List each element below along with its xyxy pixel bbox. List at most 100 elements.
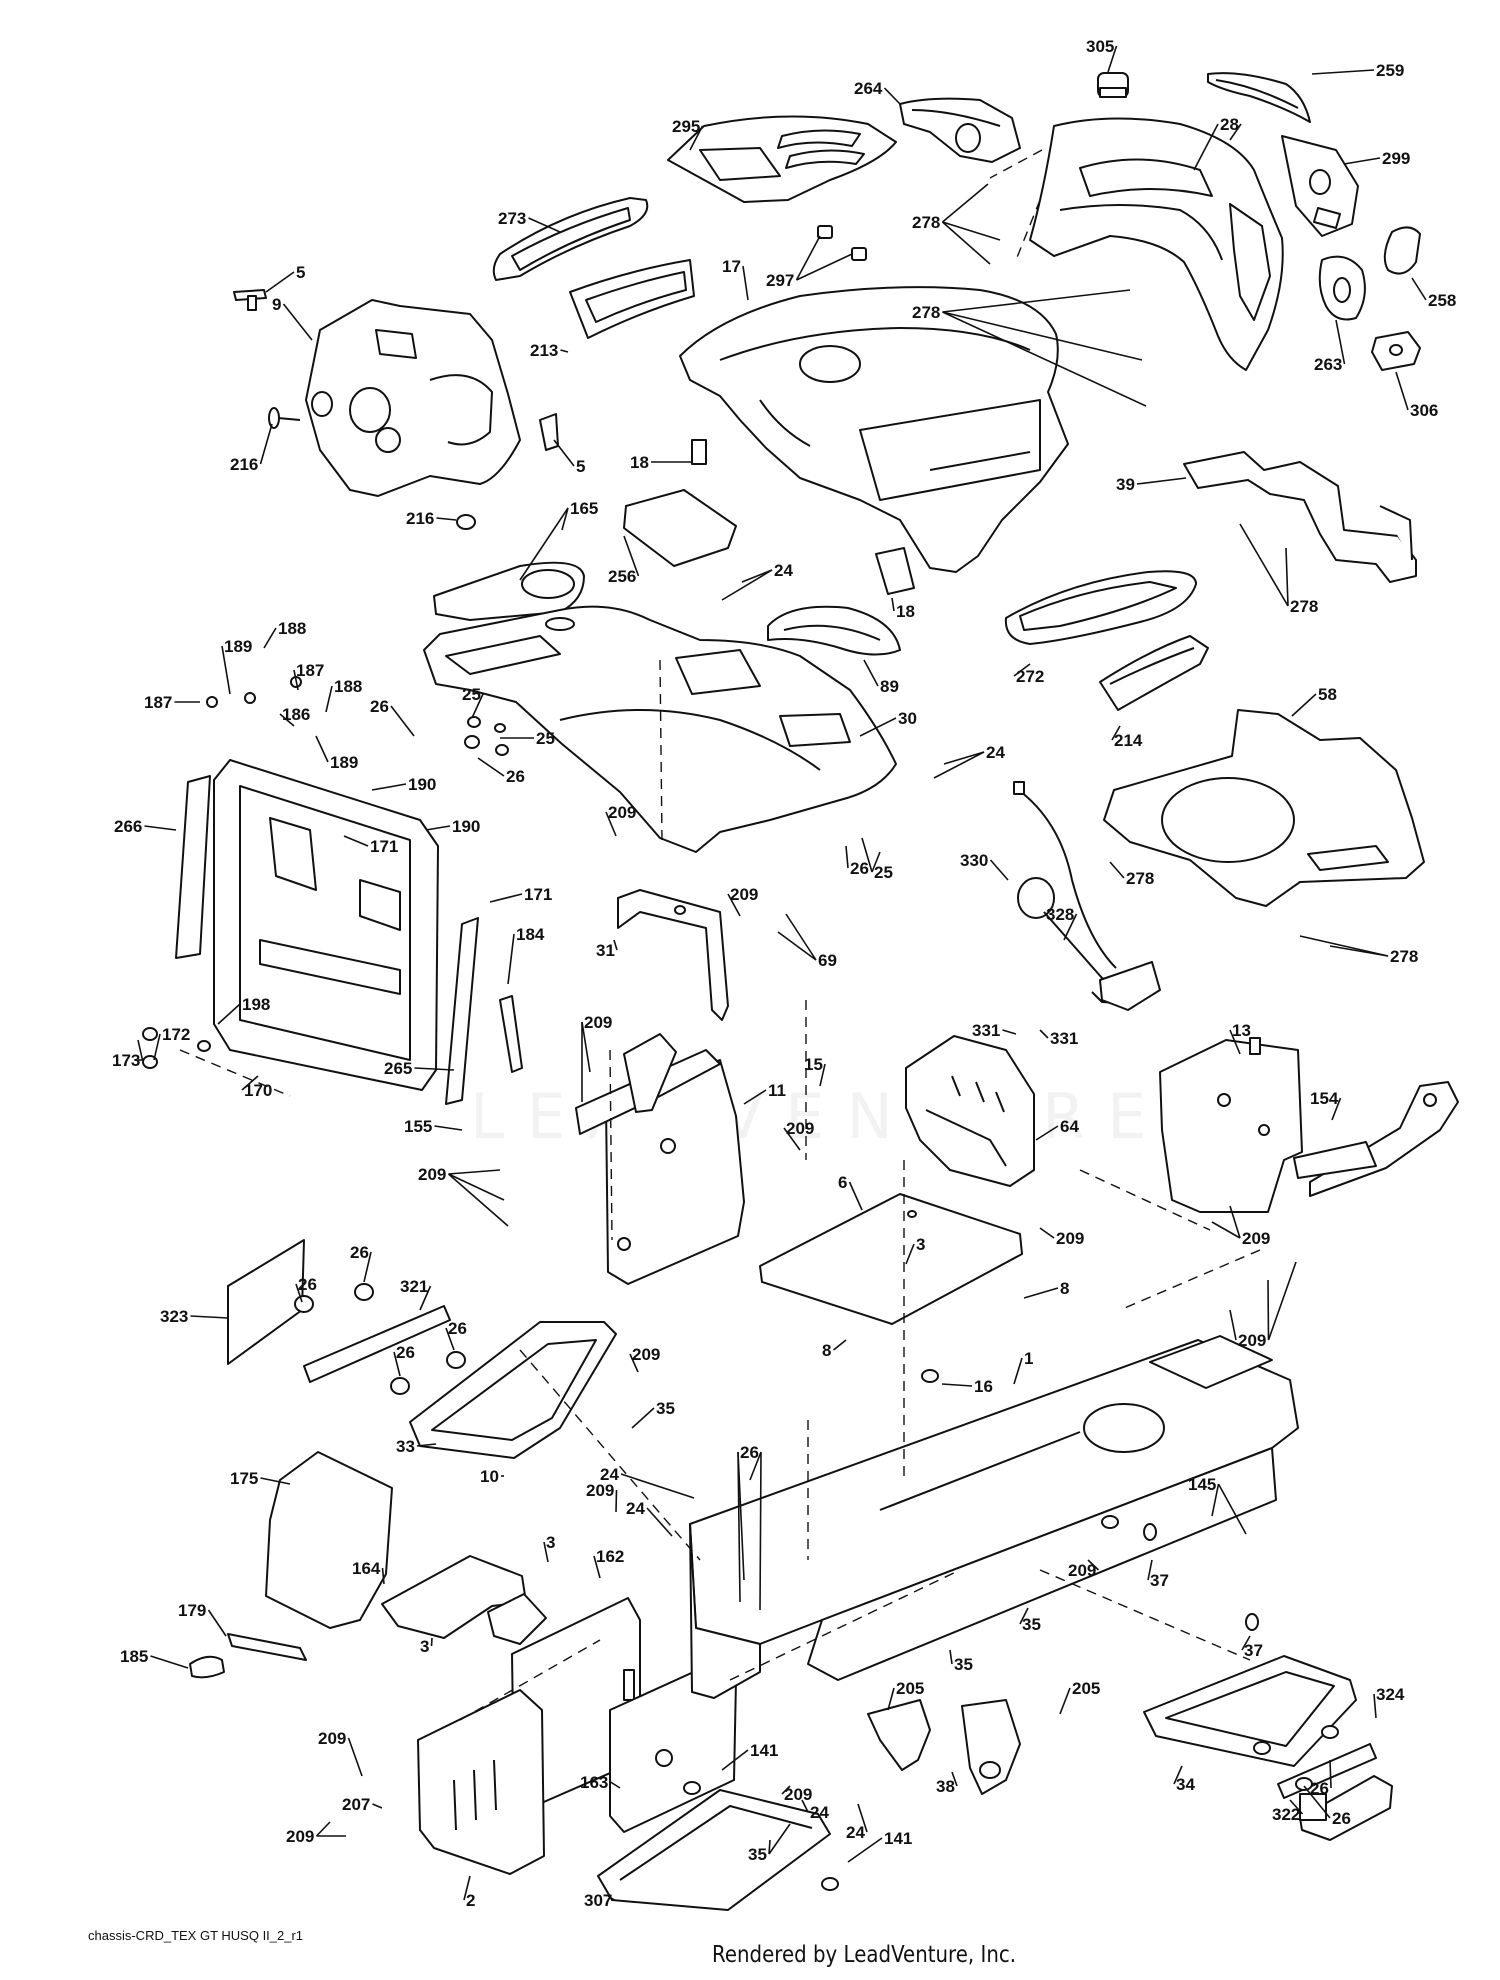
leader-line-205 bbox=[887, 1687, 895, 1711]
callout-155: 155 bbox=[404, 1117, 432, 1136]
leader-line-11 bbox=[743, 1089, 767, 1105]
callout-190-2: 190 bbox=[452, 817, 480, 836]
leader-line-17 bbox=[742, 265, 749, 301]
callout-5-2: 5 bbox=[576, 457, 585, 476]
callout-35-4: 35 bbox=[748, 1845, 767, 1864]
leader-line-209 bbox=[581, 1021, 591, 1073]
leader-line-24 bbox=[721, 569, 773, 601]
callout-324: 324 bbox=[1376, 1685, 1405, 1704]
leader-line-278 bbox=[1239, 523, 1289, 607]
leader-line-186 bbox=[279, 713, 295, 727]
leader-line-28 bbox=[1193, 123, 1219, 171]
leader-line-323 bbox=[190, 1315, 229, 1319]
callout-322: 322 bbox=[1272, 1805, 1300, 1824]
callout-171-2: 171 bbox=[524, 885, 552, 904]
leader-line-39 bbox=[1136, 477, 1187, 485]
leader-line-26 bbox=[759, 1451, 762, 1611]
part-273 bbox=[492, 197, 649, 281]
callout-64: 64 bbox=[1060, 1117, 1079, 1136]
callout-328: 328 bbox=[1046, 905, 1074, 924]
part-216-upper bbox=[268, 407, 301, 429]
leader-line-259 bbox=[1311, 69, 1375, 75]
part-18-lower bbox=[875, 547, 915, 595]
leader-line-1 bbox=[1013, 1357, 1023, 1385]
callout-205-2: 205 bbox=[1072, 1679, 1100, 1698]
part-258 bbox=[1383, 226, 1421, 275]
leader-line-26 bbox=[737, 1451, 745, 1581]
callout-9: 9 bbox=[272, 295, 281, 314]
part-30 bbox=[423, 605, 897, 853]
leader-line-265 bbox=[414, 1067, 455, 1071]
leader-line-198 bbox=[217, 1003, 241, 1025]
callout-8-1: 8 bbox=[1060, 1279, 1069, 1298]
leader-line-209 bbox=[727, 893, 741, 917]
callout-189-1: 189 bbox=[224, 637, 252, 656]
callout-164: 164 bbox=[352, 1559, 381, 1578]
leader-line-26 bbox=[1329, 1759, 1332, 1789]
callout-15: 15 bbox=[804, 1055, 823, 1074]
callout-25-2: 25 bbox=[536, 729, 555, 748]
part-256 bbox=[623, 489, 737, 567]
part-323 bbox=[227, 1239, 305, 1365]
diagram-code: chassis-CRD_TEX GT HUSQ II_2_r1 bbox=[88, 1928, 304, 1943]
leader-line-34 bbox=[1173, 1765, 1183, 1785]
leader-line-172 bbox=[153, 1033, 161, 1061]
callout-1: 1 bbox=[1024, 1349, 1033, 1368]
callout-188-2: 188 bbox=[334, 677, 362, 696]
callout-35-2: 35 bbox=[1022, 1615, 1041, 1634]
part-213 bbox=[569, 259, 695, 339]
callout-35-3: 35 bbox=[954, 1655, 973, 1674]
leader-line-187 bbox=[293, 669, 299, 691]
leader-line-9 bbox=[282, 303, 313, 341]
callout-258: 258 bbox=[1428, 291, 1456, 310]
callout-188-1: 188 bbox=[278, 619, 306, 638]
leader-line-33 bbox=[416, 1443, 437, 1447]
callout-162: 162 bbox=[596, 1547, 624, 1566]
leader-line-170 bbox=[241, 1075, 259, 1091]
leader-line-35 bbox=[949, 1649, 953, 1665]
callout-26-4: 26 bbox=[350, 1243, 369, 1262]
part-175 bbox=[265, 1451, 393, 1629]
callout-26-1: 26 bbox=[370, 697, 389, 716]
callout-323: 323 bbox=[160, 1307, 188, 1326]
callout-38: 38 bbox=[936, 1777, 955, 1796]
part-295 bbox=[667, 115, 897, 203]
leader-line-26 bbox=[749, 1451, 762, 1481]
leader-line-216 bbox=[259, 423, 273, 465]
leader-line-35 bbox=[768, 1823, 791, 1855]
leader-line-190 bbox=[425, 825, 451, 831]
callout-272: 272 bbox=[1016, 667, 1044, 686]
leader-line-24 bbox=[933, 751, 985, 779]
callout-26-10: 26 bbox=[1332, 1809, 1351, 1828]
leader-line-209 bbox=[605, 811, 617, 837]
part-13 bbox=[1159, 1037, 1303, 1213]
leader-line-25 bbox=[471, 693, 484, 719]
leader-line-26 bbox=[1303, 1785, 1331, 1819]
part-58 bbox=[1103, 709, 1425, 907]
callout-198: 198 bbox=[242, 995, 270, 1014]
part-170 bbox=[213, 759, 439, 1091]
leader-line-24 bbox=[857, 1803, 868, 1833]
leader-line-264 bbox=[883, 87, 901, 105]
leader-line-207 bbox=[372, 1803, 383, 1809]
leader-line-331 bbox=[1039, 1029, 1049, 1039]
part-5-upper bbox=[233, 289, 267, 311]
leader-line-209 bbox=[1229, 1309, 1237, 1341]
part-39 bbox=[1183, 451, 1417, 583]
leader-line-26 bbox=[390, 705, 415, 737]
callout-295: 295 bbox=[672, 117, 700, 136]
callout-187-1: 187 bbox=[144, 693, 172, 712]
part-306 bbox=[1371, 331, 1421, 371]
leader-line-165 bbox=[561, 507, 569, 531]
callout-209-1: 209 bbox=[608, 803, 636, 822]
callout-24-2: 24 bbox=[986, 743, 1005, 762]
callout-24-5: 24 bbox=[810, 1803, 829, 1822]
callout-278-2: 278 bbox=[912, 303, 940, 322]
callout-278-1: 278 bbox=[912, 213, 940, 232]
leader-line-278 bbox=[941, 221, 991, 265]
leader-line-38 bbox=[951, 1771, 958, 1787]
leader-line-171 bbox=[489, 893, 523, 903]
callout-26-8: 26 bbox=[740, 1443, 759, 1462]
callout-189-2: 189 bbox=[330, 753, 358, 772]
